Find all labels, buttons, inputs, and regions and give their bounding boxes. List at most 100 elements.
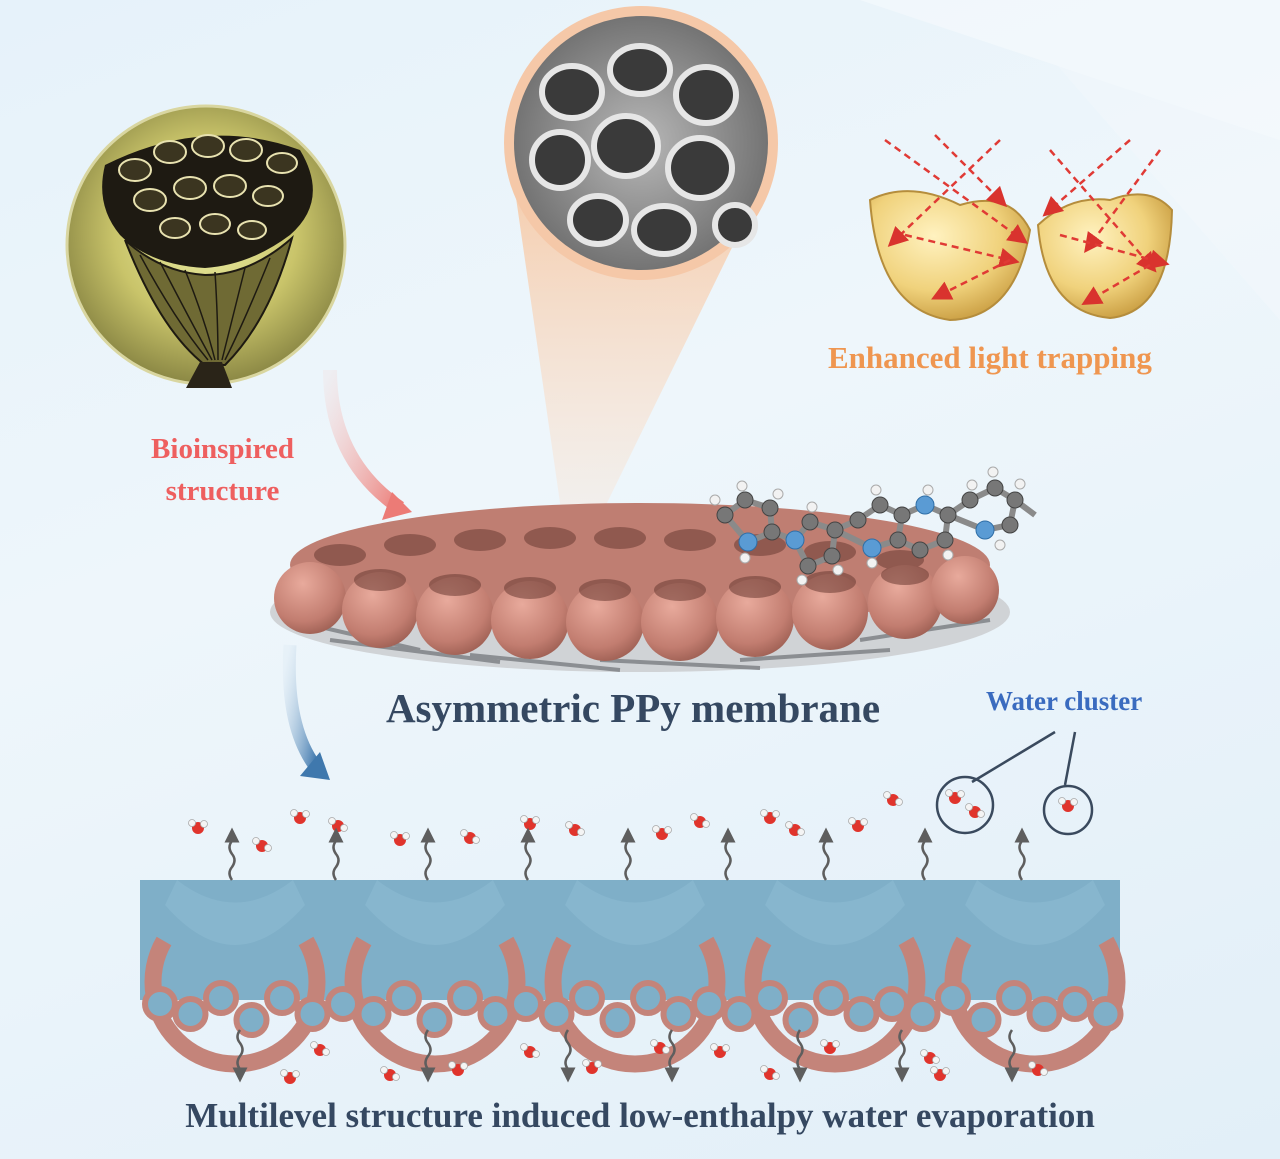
water-molecule <box>965 803 985 818</box>
cup-water-meniscus <box>965 880 1105 945</box>
vapor-arrow-up <box>520 827 536 881</box>
vapor-arrows <box>224 827 1030 1083</box>
water-molecule <box>690 813 710 828</box>
water-molecule <box>1058 797 1078 812</box>
ppy-bead <box>721 996 758 1032</box>
ppy-bead <box>782 1002 819 1038</box>
vapor-arrow-up <box>917 827 933 881</box>
water-molecule <box>565 821 585 836</box>
hollow-hemisphere-cups <box>144 880 1126 1073</box>
ppy-bead <box>691 986 727 1022</box>
hydrogen-atom <box>252 837 260 845</box>
ppy-bead <box>355 996 392 1032</box>
ppy-bead <box>508 986 544 1022</box>
hydrogen-atom <box>200 820 208 828</box>
ppy-bead <box>843 996 880 1032</box>
ppy-membrane-3d <box>270 503 1010 672</box>
vapor-arrow-down <box>792 1029 808 1083</box>
water-molecule <box>848 817 868 832</box>
hydrogen-atom <box>832 1040 840 1048</box>
hydrogen-atom <box>965 803 973 811</box>
vapor-arrow-down <box>894 1029 910 1083</box>
vapor-arrow-down <box>664 1029 680 1083</box>
ppy-bead <box>142 986 178 1022</box>
vapor-arrow-up <box>818 827 834 881</box>
ppy-bead <box>264 980 300 1016</box>
hydrogen-atom <box>785 821 793 829</box>
water-molecule <box>380 1066 400 1081</box>
water-cluster-callouts <box>935 730 1094 836</box>
zoom-cone <box>512 170 770 558</box>
vapor-arrow-up <box>224 827 240 881</box>
ppy-bead <box>447 980 483 1016</box>
hydrogen-atom <box>650 1039 658 1047</box>
membrane-to-cross-section-arrow <box>282 644 330 780</box>
hydrogen-atom <box>532 816 540 824</box>
hydrogen-atom <box>930 1066 938 1074</box>
ppy-bead <box>569 980 605 1016</box>
water-molecule <box>520 1043 540 1058</box>
hydrogen-atom <box>702 820 710 828</box>
hydrogen-atom <box>532 1050 540 1058</box>
vapor-arrow-down <box>560 1029 576 1083</box>
ppy-bead <box>904 996 941 1032</box>
ppy-bead <box>813 980 849 1016</box>
ppy-bead <box>935 980 971 1016</box>
hydrogen-atom <box>883 791 891 799</box>
ppy-bead <box>172 996 209 1032</box>
ppy-bead <box>996 980 1032 1016</box>
water-molecule <box>188 819 208 834</box>
cup-water-meniscus <box>365 880 505 945</box>
hydrogen-atom <box>520 1043 528 1051</box>
hydrogen-atom <box>582 1059 590 1067</box>
ppy-bead <box>233 1002 270 1038</box>
ppy-bead <box>660 996 697 1032</box>
hydrogen-atom <box>797 828 805 836</box>
ppy-molecule-model <box>709 466 1037 586</box>
hydrogen-atom <box>690 813 698 821</box>
hydrogen-atom <box>328 817 336 825</box>
hydrogen-atom <box>710 1043 718 1051</box>
water-molecule <box>883 791 903 806</box>
hydrogen-atom <box>520 815 528 823</box>
ppy-bead <box>630 980 666 1016</box>
hydrogen-atom <box>188 819 196 827</box>
hydrogen-atom <box>460 1062 468 1070</box>
vapor-arrow-up <box>1014 827 1030 881</box>
hydrogen-atom <box>942 1067 950 1075</box>
hydrogen-atom <box>280 1069 288 1077</box>
water-molecule <box>710 1043 730 1058</box>
bioinspired-arrow <box>323 369 412 520</box>
ppy-bead <box>1087 996 1124 1032</box>
water-molecule <box>650 1039 670 1054</box>
hydrogen-atom <box>292 1070 300 1078</box>
hydrogen-atom <box>390 831 398 839</box>
hydrogen-atom <box>472 836 480 844</box>
ppy-bead <box>1057 986 1093 1022</box>
ppy-bead <box>203 980 239 1016</box>
water-molecule <box>252 837 272 852</box>
ppy-bead <box>965 1002 1002 1038</box>
sem-micrograph <box>504 6 778 280</box>
ppy-bead <box>752 980 788 1016</box>
water-molecule <box>785 821 805 836</box>
hydrogen-atom <box>402 832 410 840</box>
hydrogen-atom <box>290 809 298 817</box>
hydrogen-atom <box>577 828 585 836</box>
hydrogen-atom <box>848 817 856 825</box>
hydrogen-atom <box>1058 797 1066 805</box>
ppy-bead <box>1026 996 1063 1032</box>
vapor-arrow-up <box>420 827 436 881</box>
hydrogen-atom <box>760 1065 768 1073</box>
hydrogen-atom <box>652 825 660 833</box>
water-cluster-label: Water cluster <box>986 686 1143 716</box>
membrane-title: Asymmetric PPy membrane <box>385 685 881 731</box>
water-molecule <box>448 1061 468 1076</box>
water-molecule <box>930 1066 950 1081</box>
cup-water-meniscus <box>565 880 705 945</box>
ppy-bead <box>386 980 422 1016</box>
hydrogen-atom <box>860 818 868 826</box>
hydrogen-atom <box>772 1072 780 1080</box>
ppy-bead <box>416 1002 453 1038</box>
hydrogen-atom <box>565 821 573 829</box>
